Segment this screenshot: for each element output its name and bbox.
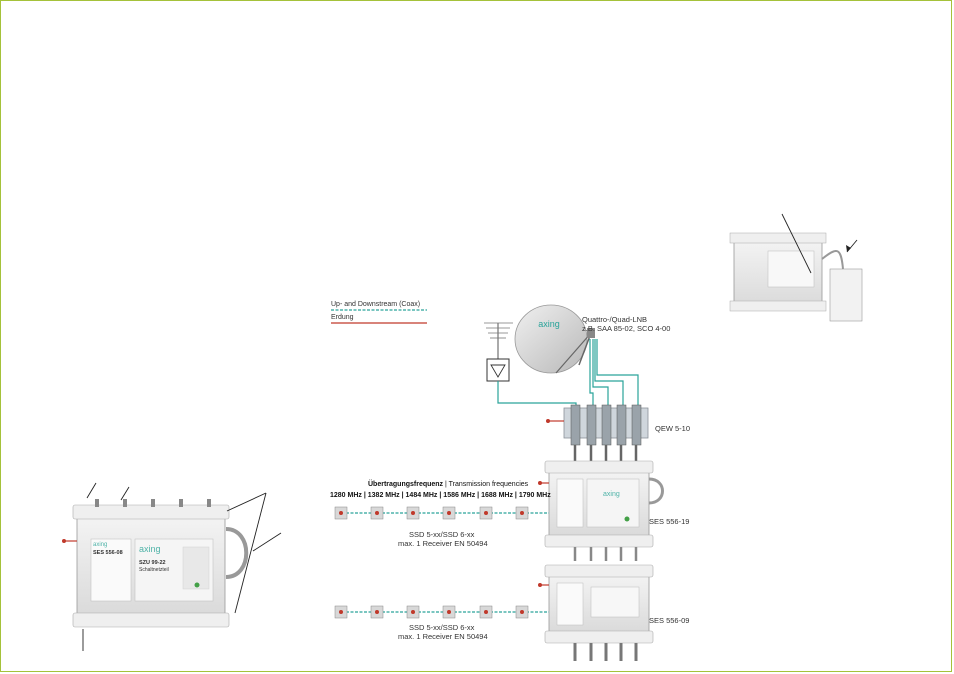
branch2-line1: SSD 5-xx/SSD 6-xx [409, 623, 475, 632]
frequency-sep: | [399, 492, 406, 499]
legend [331, 309, 427, 324]
branch2-line2: max. 1 Receiver EN 50494 [398, 632, 488, 641]
branch1-line2: max. 1 Receiver EN 50494 [398, 539, 488, 548]
branch1-line1: SSD 5-xx/SSD 6-xx [409, 530, 475, 539]
device-photo-bottomleft [62, 482, 282, 651]
frequency-sep: | [512, 492, 519, 499]
lnb-label-line1: Quattro-/Quad-LNB [582, 315, 648, 324]
satellite-dish: axing [514, 304, 595, 374]
frequency-sep: | [361, 492, 368, 499]
szu-brand: axing [139, 544, 161, 554]
qew-5-10 [546, 404, 649, 463]
lnb-cables [589, 339, 639, 413]
frequency-4: 1586 MHz [443, 492, 476, 499]
dish-brand: axing [538, 319, 560, 329]
ses19-label: SES 556-19 [649, 517, 690, 526]
frequency-6: 1790 MHz [518, 492, 551, 499]
branch-1 [334, 506, 549, 520]
ses-556-09 [538, 564, 654, 661]
frequency-1: 1280 MHz [330, 492, 362, 499]
amplifier-icon [486, 358, 510, 382]
ses-556-19: axing [538, 460, 664, 561]
branch-2 [334, 605, 549, 619]
ses09-label: SES 556-09 [649, 616, 690, 625]
frequency-sep: | [437, 492, 444, 499]
lnb-label-line2: z.B. SAA 85-02, SCO 4-00 [582, 324, 671, 333]
szu-model: SZU 99-22 [139, 560, 166, 566]
frequency-3: 1484 MHz [405, 492, 438, 499]
frequency-heading-en: | Transmission frequencies [445, 481, 529, 488]
qew-label: QEW 5-10 [655, 424, 691, 433]
ses08-brand: axing [93, 542, 108, 548]
terrestrial-antenna [484, 322, 513, 359]
frequency-sep: | [475, 492, 482, 499]
svg-text:axing: axing [603, 491, 620, 498]
frequency-5: 1688 MHz [481, 492, 513, 499]
frequency-heading-de: Übertragungsfrequenz [368, 481, 444, 488]
device-photo-topright [729, 213, 863, 322]
ses08-model: SES 556-08 [93, 550, 123, 556]
szu-sub: Schaltnetzteil [139, 567, 169, 573]
frequency-heading: Übertragungsfrequenz | Transmission freq… [368, 481, 528, 488]
frequency-2: 1382 MHz [367, 492, 400, 499]
legend-earth-label: Erdung [331, 314, 354, 321]
frequency-list: 1280 MHz | 1382 MHz | 1484 MHz | 1586 MH… [330, 492, 551, 499]
legend-coax-label: Up- and Downstream (Coax) [331, 301, 421, 308]
